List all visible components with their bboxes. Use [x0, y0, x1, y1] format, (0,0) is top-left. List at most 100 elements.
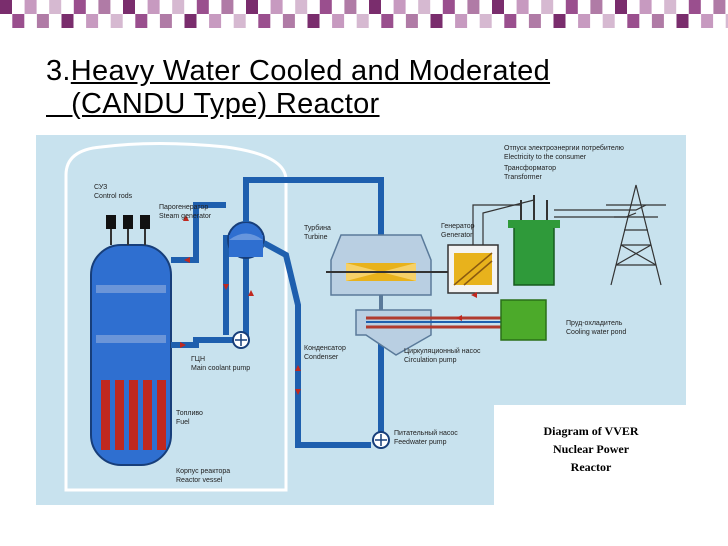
label-generator: Generator [441, 232, 473, 239]
decor-square [61, 14, 74, 28]
decor-square [49, 0, 62, 14]
label-control-rods: Control rods [94, 193, 133, 200]
decor-square [565, 0, 578, 14]
decor-square [516, 0, 529, 14]
label-feedwater-pump-ru: Питательный насос [394, 429, 458, 437]
decor-square [492, 0, 504, 14]
decor-square [381, 14, 394, 28]
decor-square [479, 14, 492, 28]
power-lines [472, 199, 647, 245]
decor-square [209, 14, 222, 28]
decor-square [86, 14, 99, 28]
label-steam-generator: Steam generator [159, 213, 212, 220]
decor-square [455, 14, 468, 28]
decor-square [159, 14, 172, 28]
decor-square [701, 14, 714, 28]
decor-square [196, 0, 209, 14]
title-line-1: Heavy Water Cooled and Moderated [70, 55, 551, 87]
caption-line-1: Diagram of VVER [543, 424, 638, 438]
label-fuel: Fuel [176, 419, 190, 426]
decor-square [184, 14, 197, 28]
decor-square [221, 0, 234, 14]
decor-square [295, 0, 308, 14]
decor-square [590, 0, 603, 14]
reactor-diagram: СУЗ Control rods Парогенератор Steam gen… [36, 135, 686, 505]
decor-square [73, 0, 86, 14]
generator [447, 244, 499, 294]
label-circulation-pump-ru: Циркуляционный насос [404, 347, 481, 355]
label-steam-generator-ru: Парогенератор [159, 204, 208, 211]
decor-square [651, 14, 664, 28]
label-reactor-vessel-ru: Корпус реактора [176, 468, 230, 475]
label-turbine-ru: Турбина [304, 224, 331, 232]
slide-number: 3. [46, 55, 71, 87]
cooling-water-loop [366, 316, 501, 329]
decor-square [467, 0, 480, 14]
decor-square [0, 0, 12, 14]
decor-square [319, 0, 332, 14]
reactor-building [64, 142, 288, 492]
label-fuel-ru: Топливо [176, 410, 203, 417]
title-line-2: (CANDU Type) Reactor [46, 88, 380, 120]
label-reactor-vessel: Reactor vessel [176, 477, 223, 484]
decor-square [639, 0, 652, 14]
decor-square [369, 0, 381, 14]
decor-square [725, 14, 728, 28]
slide-title: 3.Heavy Water Cooled and Moderated (CAND… [46, 55, 706, 121]
label-control-rods-ru: СУЗ [94, 184, 107, 191]
decor-square [147, 0, 160, 14]
decor-square [332, 14, 345, 28]
decor-square [110, 14, 123, 28]
label-pond-ru: Пруд-охладитель [566, 320, 623, 327]
decor-square [344, 0, 357, 14]
label-generator-ru: Генератор [441, 223, 475, 230]
decor-square [430, 14, 443, 28]
pylon [606, 184, 666, 286]
label-transformer-ru: Трансформатор [504, 165, 556, 172]
label-main-coolant-pump-ru: ГЦН [191, 356, 205, 363]
decor-square [270, 0, 283, 14]
turbine [326, 234, 451, 296]
decor-square [98, 0, 111, 14]
label-turbine: Turbine [304, 234, 328, 241]
decor-square [615, 0, 627, 14]
label-transformer: Transformer [504, 174, 543, 181]
decor-square [172, 0, 185, 14]
decor-square [12, 14, 25, 28]
decor-square [528, 14, 541, 28]
label-consumer: Electricity to the consumer [504, 154, 587, 161]
decor-square [36, 14, 49, 28]
decor-square [135, 14, 148, 28]
label-consumer-ru: Отпуск электроэнергии потребителю [504, 144, 624, 152]
label-main-coolant-pump: Main coolant pump [191, 365, 250, 372]
decor-square [233, 14, 246, 28]
decor-square [307, 14, 320, 28]
flow-arrows [180, 215, 477, 395]
decor-square [356, 14, 369, 28]
decor-square [578, 14, 591, 28]
decor-square [258, 14, 271, 28]
label-feedwater-pump: Feedwater pump [394, 439, 447, 446]
label-circulation-pump: Circulation pump [404, 357, 457, 364]
decor-square [442, 0, 455, 14]
caption-box [494, 405, 686, 505]
control-rods [106, 215, 150, 245]
decor-square [553, 14, 566, 28]
decor-square [676, 14, 689, 28]
decor-square [418, 0, 431, 14]
decor-square [504, 14, 517, 28]
label-pond: Cooling water pond [566, 329, 626, 336]
decor-square [123, 0, 135, 14]
caption-line-2: Nuclear Power [553, 442, 630, 456]
decor-square [664, 0, 677, 14]
decor-square [393, 0, 406, 14]
label-condenser-ru: Конденсатор [304, 345, 346, 352]
decor-square [688, 0, 701, 14]
steam-generator [227, 221, 265, 259]
decor-square [541, 0, 554, 14]
decor-square [282, 14, 295, 28]
decor-square [627, 14, 640, 28]
transformer [508, 195, 560, 286]
decor-square [405, 14, 418, 28]
caption-line-3: Reactor [571, 460, 612, 474]
